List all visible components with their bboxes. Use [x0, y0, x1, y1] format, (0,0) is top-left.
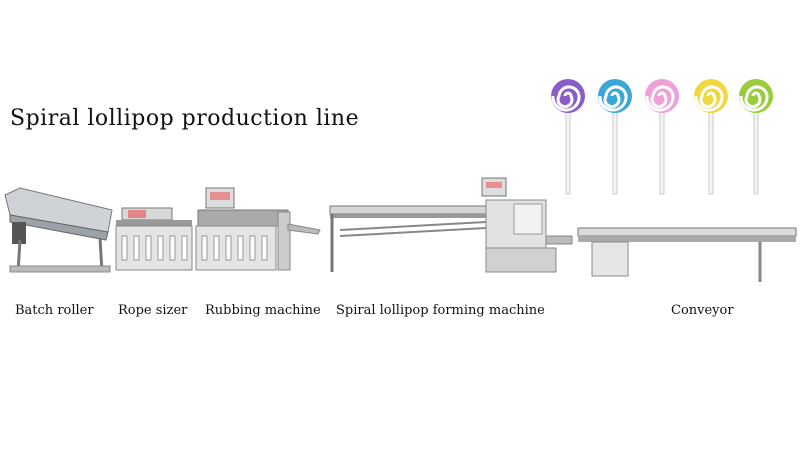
lollipop-stick	[612, 109, 618, 195]
lollipop-stick	[659, 109, 665, 195]
label-conveyor: Conveyor	[671, 303, 734, 318]
lollipop	[694, 79, 728, 195]
lollipop	[645, 79, 679, 195]
diagram-title: Spiral lollipop production line	[10, 106, 360, 131]
lollipop-swirl	[551, 85, 581, 112]
lollipop-stick	[753, 109, 759, 195]
label-rubbing-machine: Rubbing machine	[205, 303, 321, 318]
lollipop-images	[551, 79, 773, 195]
rope-sizer-machine	[115, 207, 193, 271]
lollipop	[551, 79, 585, 195]
conveyor-machine	[577, 227, 797, 282]
lollipop-stick	[708, 109, 714, 195]
lollipop-swirl	[694, 85, 724, 112]
forming-machine	[329, 177, 573, 273]
label-batch-roller: Batch roller	[15, 303, 94, 318]
lollipop	[739, 79, 773, 195]
lollipop-swirl	[739, 85, 769, 112]
lollipop	[598, 79, 632, 195]
lollipop-swirl	[645, 85, 675, 112]
lollipop-swirl	[598, 85, 628, 112]
rubbing-machine	[195, 187, 321, 271]
label-rope-sizer: Rope sizer	[118, 303, 188, 318]
batch-roller-machine	[4, 187, 113, 273]
label-forming-machine: Spiral lollipop forming machine	[336, 303, 545, 318]
lollipop-stick	[565, 109, 571, 195]
